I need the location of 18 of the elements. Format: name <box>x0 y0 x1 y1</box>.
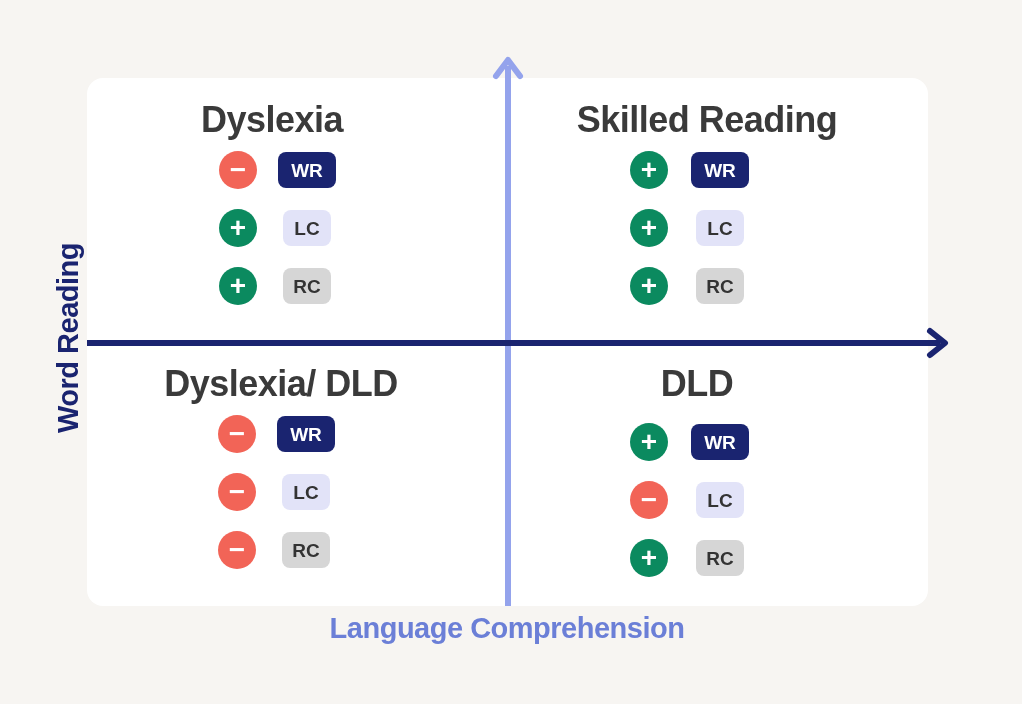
quadrant-title: Dyslexia/ DLD <box>164 363 398 405</box>
skill-tag: RC <box>696 540 744 576</box>
quadrant-title: Skilled Reading <box>576 99 838 141</box>
axis-label: Word Reading <box>51 243 85 433</box>
skill-tag: LC <box>282 474 330 510</box>
skill-tag: RC <box>283 268 331 304</box>
skill-tag: WR <box>691 424 749 460</box>
skill-tag: LC <box>283 210 331 246</box>
skill-tag: RC <box>696 268 744 304</box>
quadrant-title: Dyslexia <box>200 99 344 141</box>
skill-tag: WR <box>691 152 749 188</box>
skill-tag: LC <box>696 482 744 518</box>
axis-label: Language Comprehension <box>329 611 685 645</box>
quadrant-title: DLD <box>660 363 734 405</box>
skill-tag: LC <box>696 210 744 246</box>
skill-tag: WR <box>277 416 335 452</box>
skill-tag: RC <box>282 532 330 568</box>
skill-tag: WR <box>278 152 336 188</box>
